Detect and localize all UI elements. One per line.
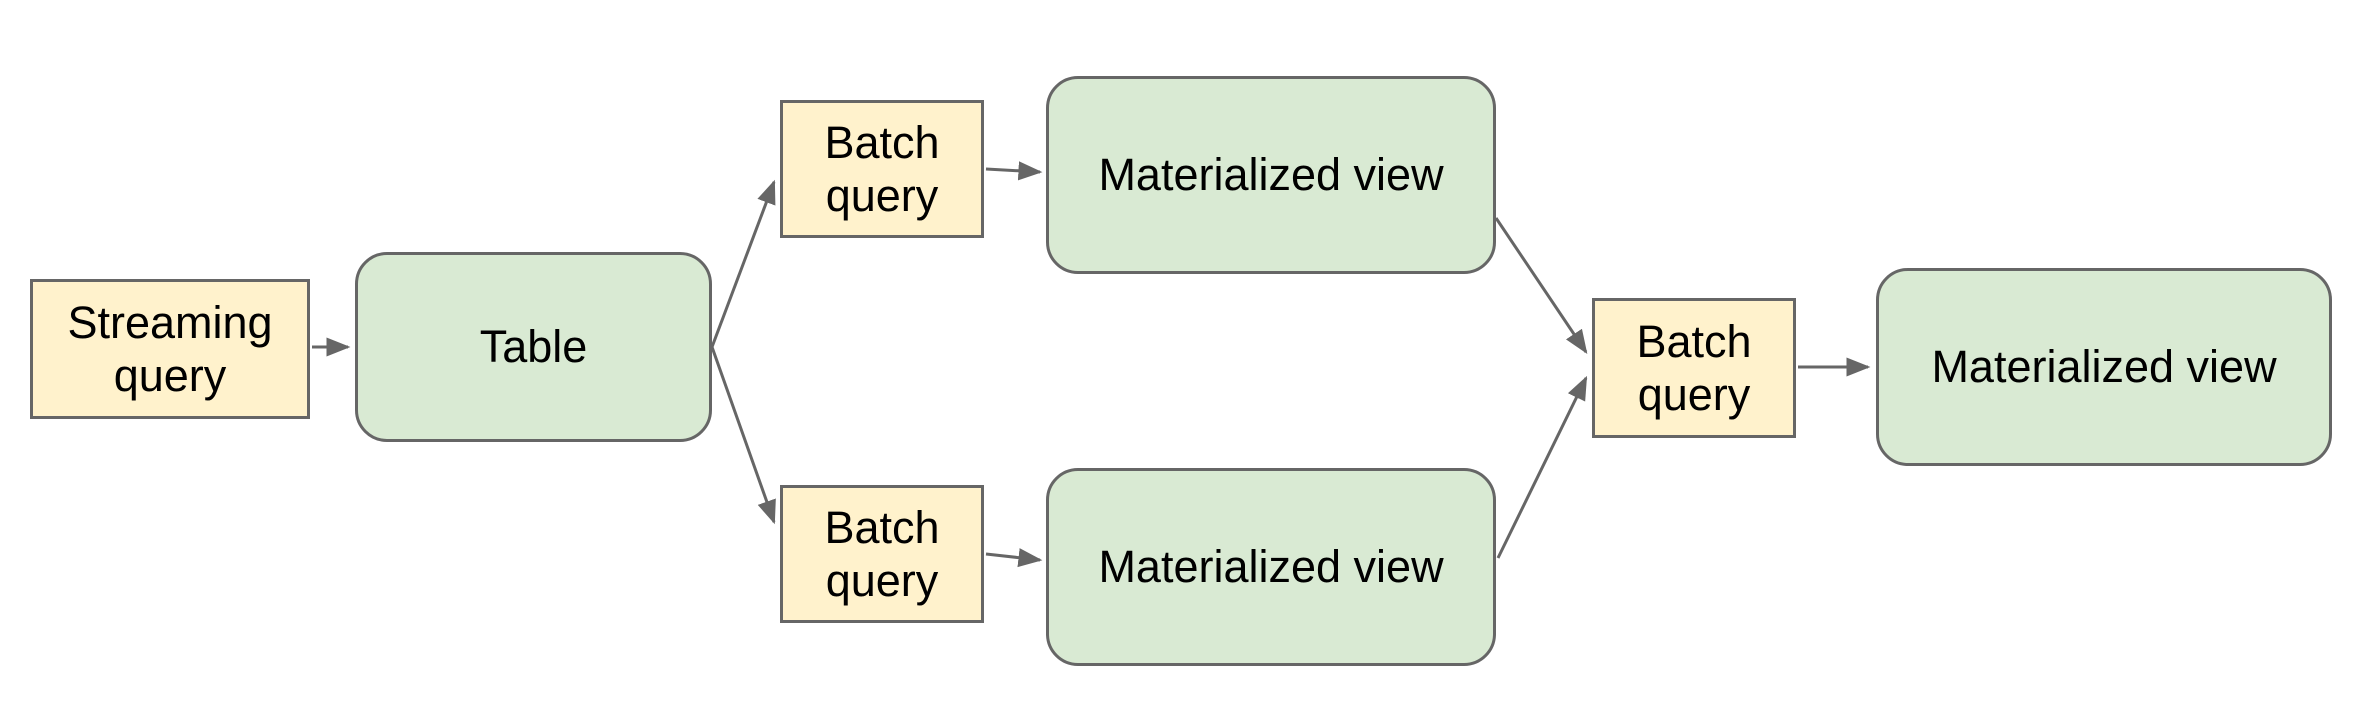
node-materialized-view-top: Materialized view xyxy=(1046,76,1496,274)
edge-materialized-view-top-to-batch-query-final xyxy=(1494,217,1588,354)
edge-table-to-batch-query-bottom xyxy=(710,346,776,525)
node-table: Table xyxy=(355,252,712,442)
node-streaming-query: Streaming query xyxy=(30,279,310,419)
node-batch-query-final: Batch query xyxy=(1592,298,1796,438)
node-batch-query-bottom: Batch query xyxy=(780,485,984,623)
node-batch-query-top: Batch query xyxy=(780,100,984,238)
node-materialized-view-bottom: Materialized view xyxy=(1046,468,1496,666)
edge-materialized-view-bottom-to-batch-query-final xyxy=(1496,375,1588,559)
edge-table-to-batch-query-top xyxy=(710,179,776,348)
edge-batch-query-top-to-materialized-view-top xyxy=(985,161,1043,181)
node-materialized-view-final: Materialized view xyxy=(1876,268,2332,466)
edge-batch-query-bottom-to-materialized-view-bottom xyxy=(985,548,1043,568)
